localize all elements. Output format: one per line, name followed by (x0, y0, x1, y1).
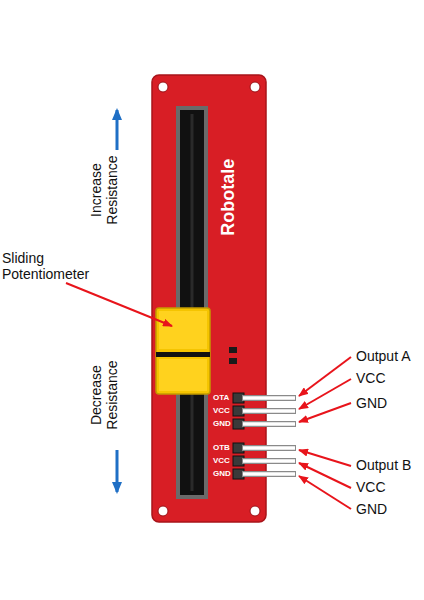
signal-name: GND (356, 395, 387, 411)
pin-name: GND (213, 419, 231, 428)
pin-name: OTB (213, 443, 230, 452)
signal-name: Output B (356, 457, 411, 473)
direction-label: Increase Resistance (88, 150, 120, 230)
direction-label: Decrease Resistance (88, 355, 120, 435)
signal-name: GND (356, 501, 387, 517)
leader-arrow (66, 283, 351, 509)
pin-name: VCC (213, 406, 230, 415)
signal-name: VCC (356, 479, 386, 495)
pin-name: OTA (213, 393, 229, 402)
brand-name: Robotale (219, 158, 240, 235)
pin-header (233, 393, 244, 479)
signal-name: VCC (356, 370, 386, 386)
part-name: Sliding Potentiometer (2, 250, 97, 282)
signal-name: Output A (356, 348, 410, 364)
pin-name: VCC (213, 456, 230, 465)
pcb-board (152, 75, 266, 522)
slider-knob (156, 308, 210, 394)
slider-track (176, 106, 208, 499)
wire (242, 398, 296, 474)
pin-name: GND (213, 469, 231, 478)
